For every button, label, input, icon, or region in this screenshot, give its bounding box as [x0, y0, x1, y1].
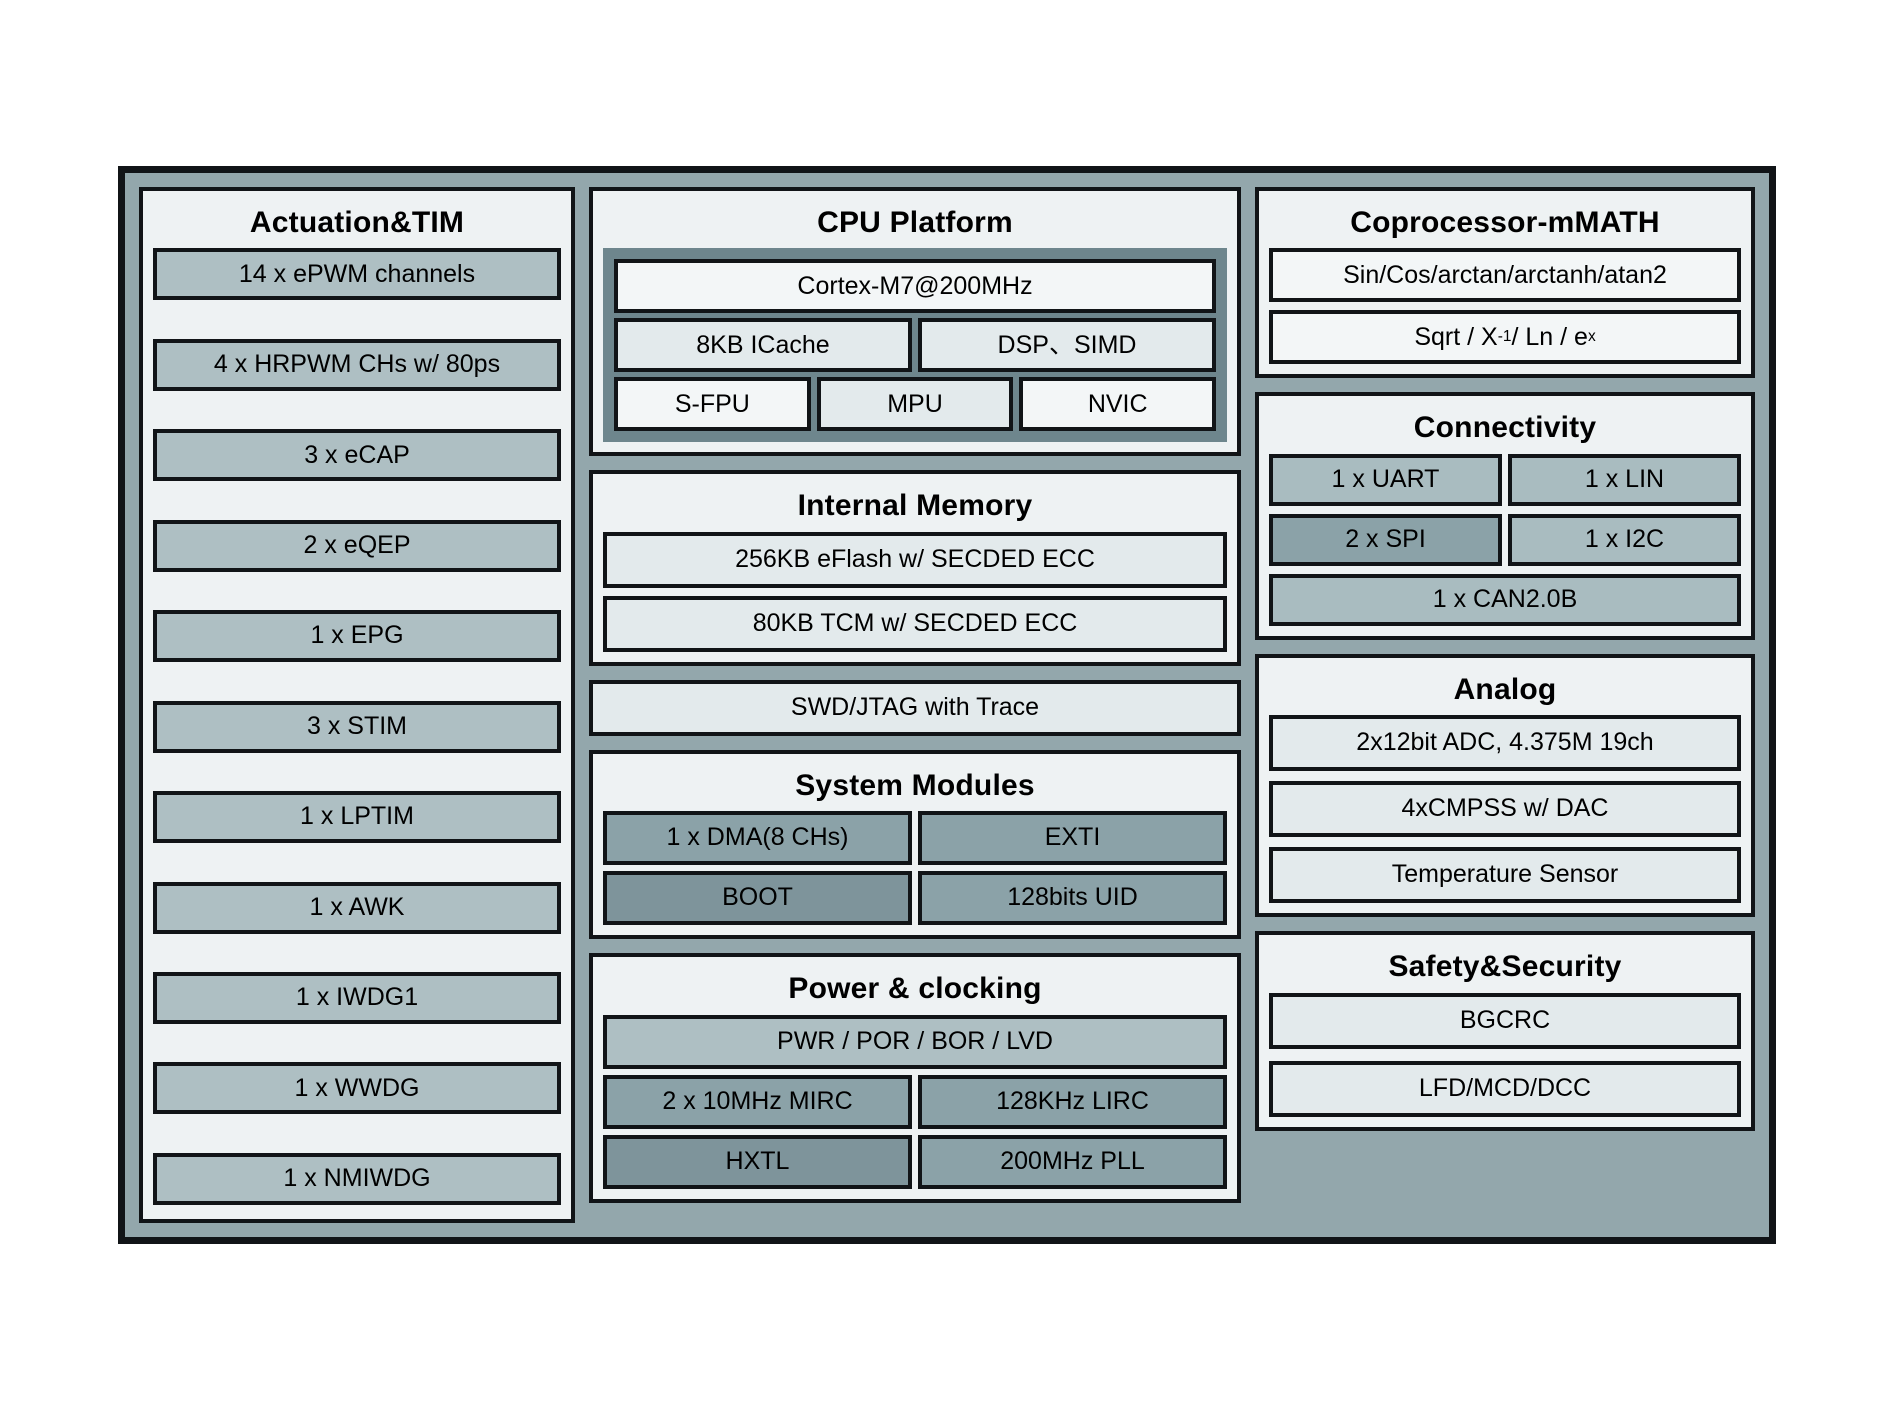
connectivity-spi-box: 2 x SPI — [1269, 513, 1502, 566]
system-boot-box: BOOT — [603, 871, 912, 926]
actuation-item-hrpwm: 4 x HRPWM CHs w/ 80ps — [153, 338, 561, 391]
actuation-item-list: 14 x ePWM channels 4 x HRPWM CHs w/ 80ps… — [153, 248, 561, 1209]
analog-temp-sensor-box: Temperature Sensor — [1269, 847, 1741, 904]
chip-block-diagram: Actuation&TIM 14 x ePWM channels 4 x HRP… — [118, 166, 1776, 1244]
power-row-hxtl-pll: HXTL 200MHz PLL — [603, 1134, 1227, 1189]
actuation-item-nmiwdg: 1 x NMIWDG — [153, 1152, 561, 1205]
connectivity-row-uart-lin: 1 x UART 1 x LIN — [1269, 453, 1741, 506]
panel-title-cpu: CPU Platform — [817, 206, 1013, 239]
actuation-item-iwdg1: 1 x IWDG1 — [153, 972, 561, 1025]
panel-internal-memory: Internal Memory 256KB eFlash w/ SECDED E… — [589, 470, 1241, 666]
power-pll-box: 200MHz PLL — [918, 1134, 1227, 1189]
cpu-sfpu-box: S-FPU — [614, 377, 811, 432]
cpu-row-cache-dsp: 8KB ICache DSP、SIMD — [614, 318, 1216, 373]
power-lirc-box: 128KHz LIRC — [918, 1074, 1227, 1129]
panel-system-modules: System Modules 1 x DMA(8 CHs) EXTI BOOT … — [589, 749, 1241, 940]
cpu-icache-box: 8KB ICache — [614, 318, 912, 373]
cpu-nvic-box: NVIC — [1019, 377, 1217, 432]
panel-connectivity: Connectivity 1 x UART 1 x LIN 2 x SPI 1 … — [1255, 392, 1755, 640]
power-hxtl-box: HXTL — [603, 1134, 912, 1189]
panel-safety-security: Safety&Security BGCRC LFD/MCD/DCC — [1255, 931, 1755, 1131]
actuation-item-epg: 1 x EPG — [153, 610, 561, 663]
debug-swd-jtag-box: SWD/JTAG with Trace — [589, 679, 1241, 736]
column-right: Coprocessor-mMATH Sin/Cos/arctan/arctanh… — [1255, 187, 1755, 1223]
analog-adc-box: 2x12bit ADC, 4.375M 19ch — [1269, 715, 1741, 772]
panel-title-connectivity: Connectivity — [1413, 411, 1597, 445]
system-row-boot-uid: BOOT 128bits UID — [603, 871, 1227, 926]
math-part1: Sqrt / X — [1414, 322, 1498, 351]
panel-analog: Analog 2x12bit ADC, 4.375M 19ch 4xCMPSS … — [1255, 653, 1755, 918]
power-pwr-por-bor-lvd-box: PWR / POR / BOR / LVD — [603, 1014, 1227, 1069]
connectivity-can-box: 1 x CAN2.0B — [1269, 573, 1741, 626]
system-row-dma-exti: 1 x DMA(8 CHs) EXTI — [603, 811, 1227, 866]
panel-coprocessor-mmath: Coprocessor-mMATH Sin/Cos/arctan/arctanh… — [1255, 187, 1755, 379]
analog-cmpss-box: 4xCMPSS w/ DAC — [1269, 781, 1741, 838]
system-modules-grid: 1 x DMA(8 CHs) EXTI BOOT 128bits UID — [603, 811, 1227, 926]
power-row-mirc-lirc: 2 x 10MHz MIRC 128KHz LIRC — [603, 1074, 1227, 1129]
safety-lfd-mcd-dcc-box: LFD/MCD/DCC — [1269, 1060, 1741, 1117]
coprocessor-item-list: Sin/Cos/arctan/arctanh/atan2 Sqrt / X-1 … — [1269, 248, 1741, 365]
system-uid-box: 128bits UID — [918, 871, 1227, 926]
panel-title-actuation: Actuation&TIM — [249, 206, 465, 239]
actuation-item-awk: 1 x AWK — [153, 881, 561, 934]
connectivity-uart-box: 1 x UART — [1269, 453, 1502, 506]
cpu-dsp-simd-box: DSP、SIMD — [918, 318, 1216, 373]
panel-title-coprocessor: Coprocessor-mMATH — [1350, 206, 1660, 239]
memory-item-list: 256KB eFlash w/ SECDED ECC 80KB TCM w/ S… — [603, 531, 1227, 652]
panel-cpu-platform: CPU Platform Cortex-M7@200MHz 8KB ICache… — [589, 187, 1241, 457]
panel-title-system-modules: System Modules — [795, 768, 1035, 802]
panel-title-internal-memory: Internal Memory — [797, 489, 1033, 523]
actuation-item-wwdg: 1 x WWDG — [153, 1062, 561, 1115]
panel-title-power-clocking: Power & clocking — [788, 972, 1042, 1006]
system-dma-box: 1 x DMA(8 CHs) — [603, 811, 912, 866]
panel-title-safety-security: Safety&Security — [1388, 950, 1622, 984]
connectivity-lin-box: 1 x LIN — [1508, 453, 1741, 506]
panel-actuation-tim: Actuation&TIM 14 x ePWM channels 4 x HRP… — [139, 187, 575, 1223]
cpu-row-fpu-mpu-nvic: S-FPU MPU NVIC — [614, 377, 1217, 432]
cpu-mpu-box: MPU — [816, 377, 1014, 432]
connectivity-i2c-box: 1 x I2C — [1508, 513, 1741, 566]
connectivity-item-list: 1 x UART 1 x LIN 2 x SPI 1 x I2C 1 x CAN… — [1269, 453, 1741, 626]
actuation-item-lptim: 1 x LPTIM — [153, 791, 561, 844]
connectivity-row-spi-i2c: 2 x SPI 1 x I2C — [1269, 513, 1741, 566]
memory-eflash-box: 256KB eFlash w/ SECDED ECC — [603, 531, 1227, 588]
system-exti-box: EXTI — [918, 811, 1227, 866]
actuation-item-epwm: 14 x ePWM channels — [153, 248, 561, 301]
power-item-list: PWR / POR / BOR / LVD 2 x 10MHz MIRC 128… — [603, 1014, 1227, 1189]
coprocessor-trig-box: Sin/Cos/arctan/arctanh/atan2 — [1269, 248, 1741, 303]
actuation-item-eqep: 2 x eQEP — [153, 519, 561, 572]
actuation-item-ecap: 3 x eCAP — [153, 429, 561, 482]
math-part2: / Ln / e — [1511, 322, 1588, 351]
column-left: Actuation&TIM 14 x ePWM channels 4 x HRP… — [139, 187, 575, 1223]
cpu-core-box: Cortex-M7@200MHz — [614, 259, 1216, 314]
panel-power-clocking: Power & clocking PWR / POR / BOR / LVD 2… — [589, 953, 1241, 1203]
panel-title-analog: Analog — [1453, 672, 1557, 706]
column-middle: CPU Platform Cortex-M7@200MHz 8KB ICache… — [589, 187, 1241, 1223]
memory-tcm-box: 80KB TCM w/ SECDED ECC — [603, 595, 1227, 652]
analog-item-list: 2x12bit ADC, 4.375M 19ch 4xCMPSS w/ DAC … — [1269, 715, 1741, 904]
cpu-inner-container: Cortex-M7@200MHz 8KB ICache DSP、SIMD S-F… — [603, 248, 1227, 443]
power-mirc-box: 2 x 10MHz MIRC — [603, 1074, 912, 1129]
safety-bgcrc-box: BGCRC — [1269, 992, 1741, 1049]
safety-item-list: BGCRC LFD/MCD/DCC — [1269, 992, 1741, 1117]
actuation-item-stim: 3 x STIM — [153, 700, 561, 753]
